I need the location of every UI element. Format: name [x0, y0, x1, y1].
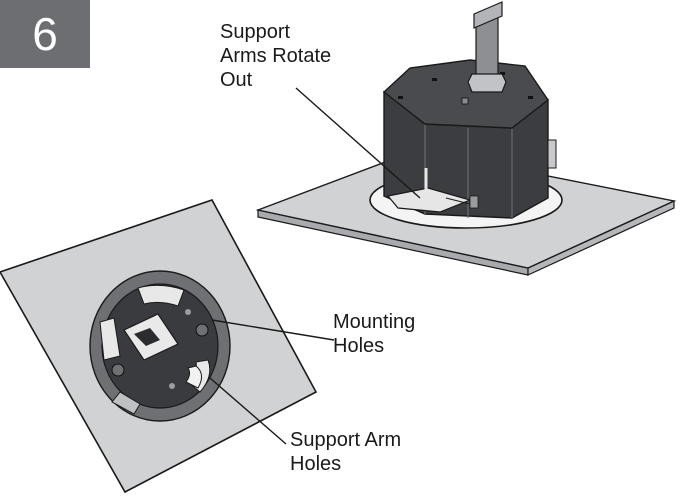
step-number-badge: 6 — [0, 0, 90, 68]
rotate-leader — [295, 87, 421, 199]
housing-underside — [89, 270, 231, 422]
support-arm-hole — [185, 365, 202, 389]
support-arm — [386, 187, 472, 213]
conduit-pipe — [467, 1, 507, 93]
mounting-leader — [211, 319, 335, 341]
callout-support-arm-holes: Support Arm Holes — [290, 429, 402, 475]
mounting-hole — [195, 323, 209, 337]
mounting-hole — [111, 363, 125, 377]
callout-mounting-holes: Mounting Holes — [333, 311, 416, 357]
leader-lines — [209, 87, 421, 445]
arm-holes-leader — [209, 377, 287, 445]
speaker-housing — [382, 59, 557, 219]
callout-support-arms-rotate: Support Arms Rotate Out — [220, 21, 332, 91]
